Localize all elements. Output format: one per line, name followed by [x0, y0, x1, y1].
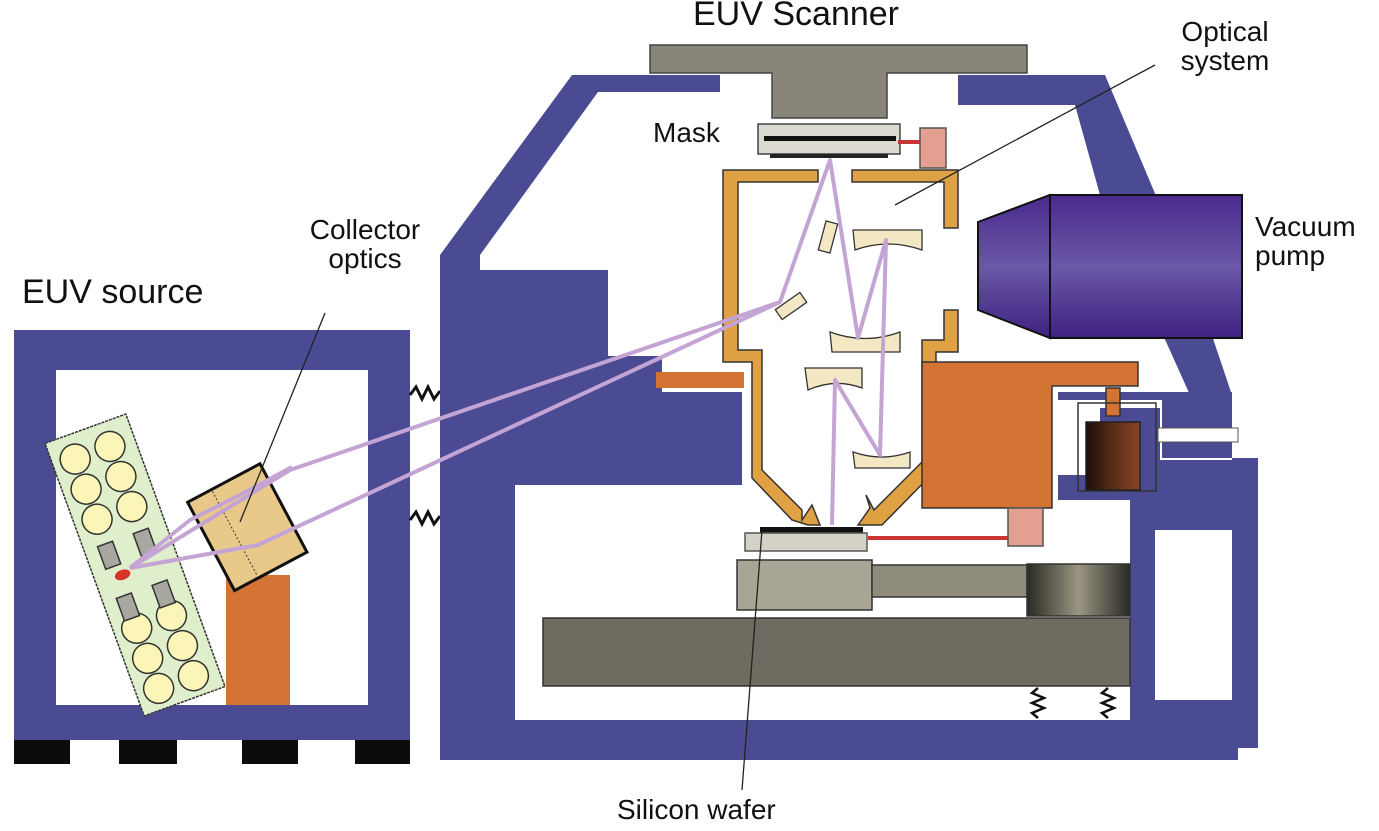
collector-support: [226, 575, 290, 705]
vacuum-pump-label-line2: pump: [1255, 240, 1326, 272]
mask-sensor: [919, 127, 947, 169]
optical-system-label-line1: Optical: [1181, 16, 1269, 47]
mirrors: [774, 220, 923, 469]
mask-stage-support: [649, 44, 1028, 119]
mask: [757, 123, 947, 169]
euv-source-housing: [14, 330, 410, 764]
source-foot: [355, 740, 410, 764]
vacuum-pump-label-line1: Vacuum: [1255, 211, 1356, 242]
spring-icon: [408, 383, 442, 403]
leader-line-optical-system: [894, 64, 1156, 206]
optical-system-label-line2: system: [1180, 45, 1270, 77]
plasma-point: [114, 569, 131, 581]
leader-line-wafer: [741, 529, 763, 791]
collector-optics-label-line1: Collector: [309, 214, 421, 245]
euv-source-title: EUV source: [22, 273, 204, 311]
spring-icon: [1098, 687, 1118, 719]
wafer-stage: [542, 559, 1131, 687]
spring-icon: [1028, 687, 1048, 719]
source-foot: [14, 740, 70, 764]
actuator-block: [921, 361, 1139, 509]
silicon-wafer: [744, 527, 868, 552]
euv-scanner-title: EUV Scanner: [693, 0, 899, 33]
mirror: [817, 220, 839, 254]
mirror: [852, 451, 911, 469]
source-foot: [119, 740, 177, 764]
wafer-sensor: [1007, 507, 1044, 547]
silicon-wafer-label: Silicon wafer: [617, 794, 776, 825]
source-foot: [242, 740, 298, 764]
euv-light-path: [128, 158, 888, 570]
collector-optics-label: Collector optics: [290, 215, 440, 274]
mask-label: Mask: [653, 117, 720, 148]
leader-line-collector: [239, 312, 326, 523]
collector-optics: [185, 461, 309, 593]
optical-system-label: Optical system: [1160, 17, 1290, 76]
mirror: [774, 291, 808, 321]
vacuum-pump: [977, 193, 1243, 340]
mirror: [829, 331, 901, 353]
spring-icon: [408, 508, 442, 528]
collector-optics-label-line2: optics: [328, 243, 402, 275]
optics-mount-bracket: [656, 372, 744, 388]
vacuum-pump-label: Vacuum pump: [1255, 212, 1356, 271]
motor: [1077, 402, 1239, 492]
